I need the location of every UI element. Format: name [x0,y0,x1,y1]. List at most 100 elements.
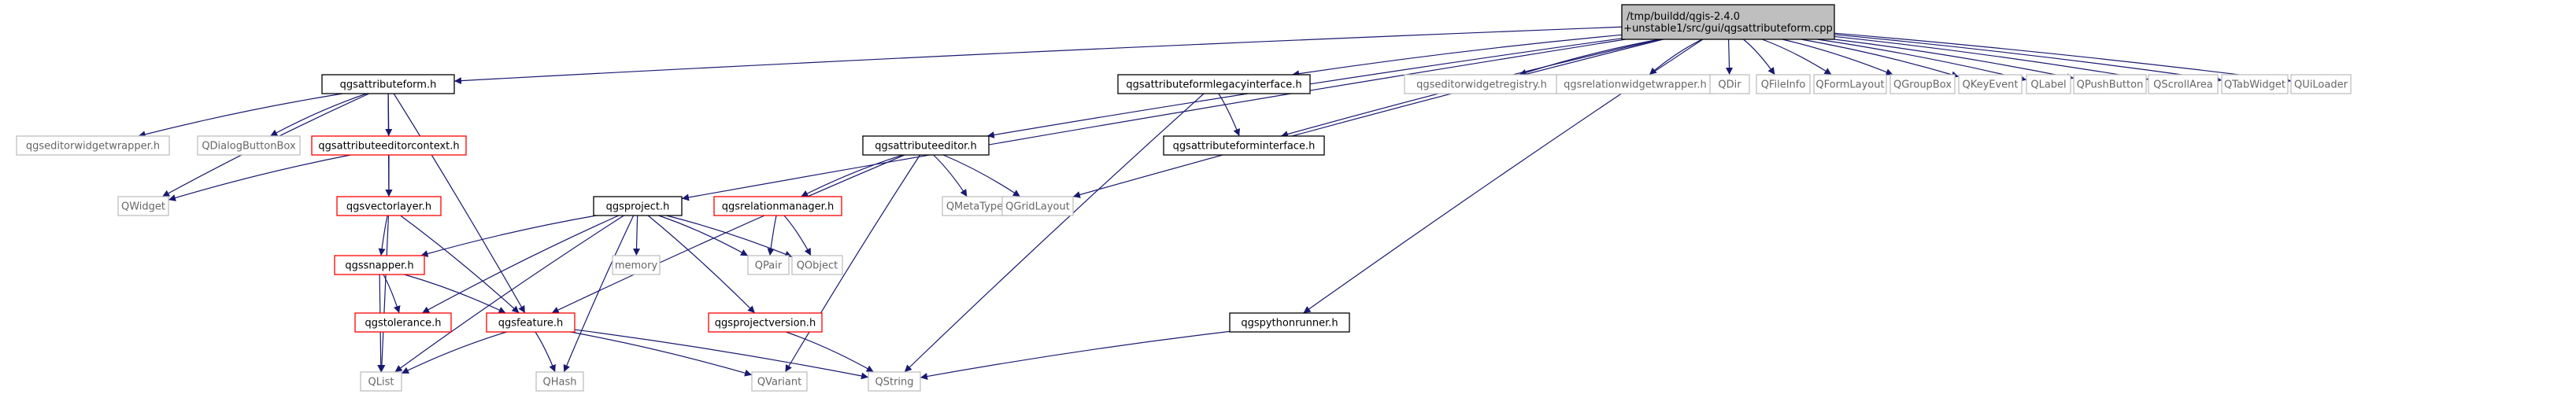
node-QFileInfo[interactable]: QFileInfo [1756,74,1811,94]
node-label: qgsattributeeditorcontext.h [318,141,459,153]
edge-qgsfeature_h-to-QString [574,329,869,380]
node-qgspythonrunner_h[interactable]: qgspythonrunner.h [1229,312,1350,333]
edge-qgsproject_h-to-QList [394,215,624,373]
node-label: qgsattributeform.h [340,79,437,91]
node-box [311,135,467,156]
node-qgssnapper_h[interactable]: qgssnapper.h [334,255,425,275]
node-label: QScrollArea [2153,79,2213,91]
edge-root-to-QTabWidget [1834,34,2223,83]
edge-root-to-QGroupBox [1782,39,1893,76]
edge-root-to-QScrollArea [1834,35,2149,82]
edge-qgsattributeform_h-to-qgseditorwidgetwrapper_h [138,93,343,138]
edge-root-to-qgsrelationwidgetwrapper_h [1649,39,1703,76]
node-label: memory [615,260,658,272]
node-qgsvectorlayer_h[interactable]: qgsvectorlayer.h [336,196,442,216]
node-box [593,196,683,216]
node-box [2026,74,2071,94]
edge-qgsproject_h-to-QHash [563,215,635,373]
node-box [1229,312,1350,333]
node-label: qgsattributeforminterface.h [1173,141,1316,153]
node-box [535,371,584,392]
edge-qgsattributeeditor_h-to-QGridLayout [942,154,1021,197]
node-qgsproject_h[interactable]: qgsproject.h [593,196,683,216]
node-label: QFileInfo [1761,79,1806,91]
node-qgsattributeform_h[interactable]: qgsattributeform.h [321,74,455,94]
node-box [1889,74,1956,94]
node-box [751,371,808,392]
node-label: QVariant [757,377,801,389]
node-memory[interactable]: memory [612,255,661,275]
node-QHash[interactable]: QHash [535,371,584,392]
node-QLabel[interactable]: QLabel [2026,74,2071,94]
node-qgsprojectversion_h[interactable]: qgsprojectversion.h [708,312,823,333]
node-label: qgseditorwidgetregistry.h [1416,79,1547,91]
node-QDir[interactable]: QDir [1709,74,1750,94]
node-box [862,135,990,156]
node-label: QKeyEvent [1962,79,2018,91]
node-box [336,196,442,216]
node-box [360,371,402,392]
node-QTabWidget[interactable]: QTabWidget [2221,74,2289,94]
node-QScrollArea[interactable]: QScrollArea [2148,74,2219,94]
edge-root-to-QGridLayout [1072,39,1664,198]
edge-root-to-QPushButton [1834,39,2074,81]
node-box [708,312,823,333]
node-label: qgsvectorlayer.h [346,201,431,213]
node-box [117,196,169,216]
node-qgsrelationmanager_h[interactable]: qgsrelationmanager.h [713,196,842,216]
node-box [1163,135,1325,156]
node-label: QHash [543,377,577,389]
node-label: QPair [755,260,783,272]
node-qgstolerance_h[interactable]: qgstolerance.h [354,312,452,333]
node-QUiLoader[interactable]: QUiLoader [2290,74,2352,94]
edge-root-to-qgsproject_h [681,39,1626,201]
node-box [1709,74,1750,94]
node-qgsattributeforminterface_h[interactable]: qgsattributeforminterface.h [1163,135,1325,156]
node-qgsattributeeditor_h[interactable]: qgsattributeeditor.h [862,135,990,156]
edge-qgsattributeformlegacyinterface_h-to-qgsattributeforminterface_h [1218,93,1240,137]
edge-qgsattributeeditor_h-to-qgsfeature_h [551,154,905,314]
node-QGroupBox[interactable]: QGroupBox [1889,74,1956,94]
edge-qgsfeature_h-to-QHash [535,331,556,373]
node-QString[interactable]: QString [868,371,921,392]
node-qgsattributeeditorcontext_h[interactable]: qgsattributeeditorcontext.h [311,135,467,156]
edge-qgsproject_h-to-qgstolerance_h [421,215,620,314]
node-qgseditorwidgetregistry_h[interactable]: qgseditorwidgetregistry.h [1404,74,1560,94]
edge-qgsrelationmanager_h-to-QObject [783,215,812,256]
edge-qgsattributeeditorcontext_h-to-QWidget [168,154,351,201]
edge-qgsattributeeditor_h-to-QVariant [784,154,921,373]
node-QKeyEvent[interactable]: QKeyEvent [1958,74,2023,94]
node-label: QDir [1718,79,1741,91]
node-qgseditorwidgetwrapper_h[interactable]: qgseditorwidgetwrapper.h [16,135,170,156]
edge-qgsproject_h-to-QPair [658,215,749,256]
node-box [791,255,843,275]
node-QPushButton[interactable]: QPushButton [2073,74,2147,94]
edge-qgssnapper_h-to-qgstolerance_h [383,274,401,314]
edge-layer [138,26,2292,380]
node-QWidget[interactable]: QWidget [117,196,169,216]
node-QPair[interactable]: QPair [747,255,790,275]
node-QMetaType[interactable]: QMetaType [942,196,1008,216]
node-root[interactable]: /tmp/buildd/qgis-2.4.0+unstable1/src/gui… [1621,4,1835,40]
node-QDialogButtonBox[interactable]: QDialogButtonBox [197,135,301,156]
node-label: QMetaType [946,201,1003,213]
node-QFormLayout[interactable]: QFormLayout [1813,74,1887,94]
edge-root-to-QUiLoader [1834,32,2292,84]
edge-qgsattributeform_h-to-QDialogButtonBox [269,93,367,137]
node-box [2073,74,2147,94]
node-QObject[interactable]: QObject [791,255,843,275]
node-qgsfeature_h[interactable]: qgsfeature.h [486,312,576,333]
node-qgsrelationwidgetwrapper_h[interactable]: qgsrelationwidgetwrapper.h [1556,74,1715,94]
node-label: QDialogButtonBox [202,141,296,153]
node-QList[interactable]: QList [360,371,402,392]
node-QVariant[interactable]: QVariant [751,371,808,392]
node-box [16,135,170,156]
node-box [747,255,790,275]
edge-root-to-QFileInfo [1743,39,1775,76]
node-label: qgssnapper.h [345,260,413,272]
node-QGridLayout[interactable]: QGridLayout [1001,196,1074,216]
edge-root-to-qgseditorwidgetregistry_h [1519,39,1660,76]
node-label: QFormLayout [1815,79,1884,91]
node-qgsattributeformlegacyinterface_h[interactable]: qgsattributeformlegacyinterface.h [1117,74,1311,94]
node-label: qgseditorwidgetwrapper.h [26,141,160,153]
